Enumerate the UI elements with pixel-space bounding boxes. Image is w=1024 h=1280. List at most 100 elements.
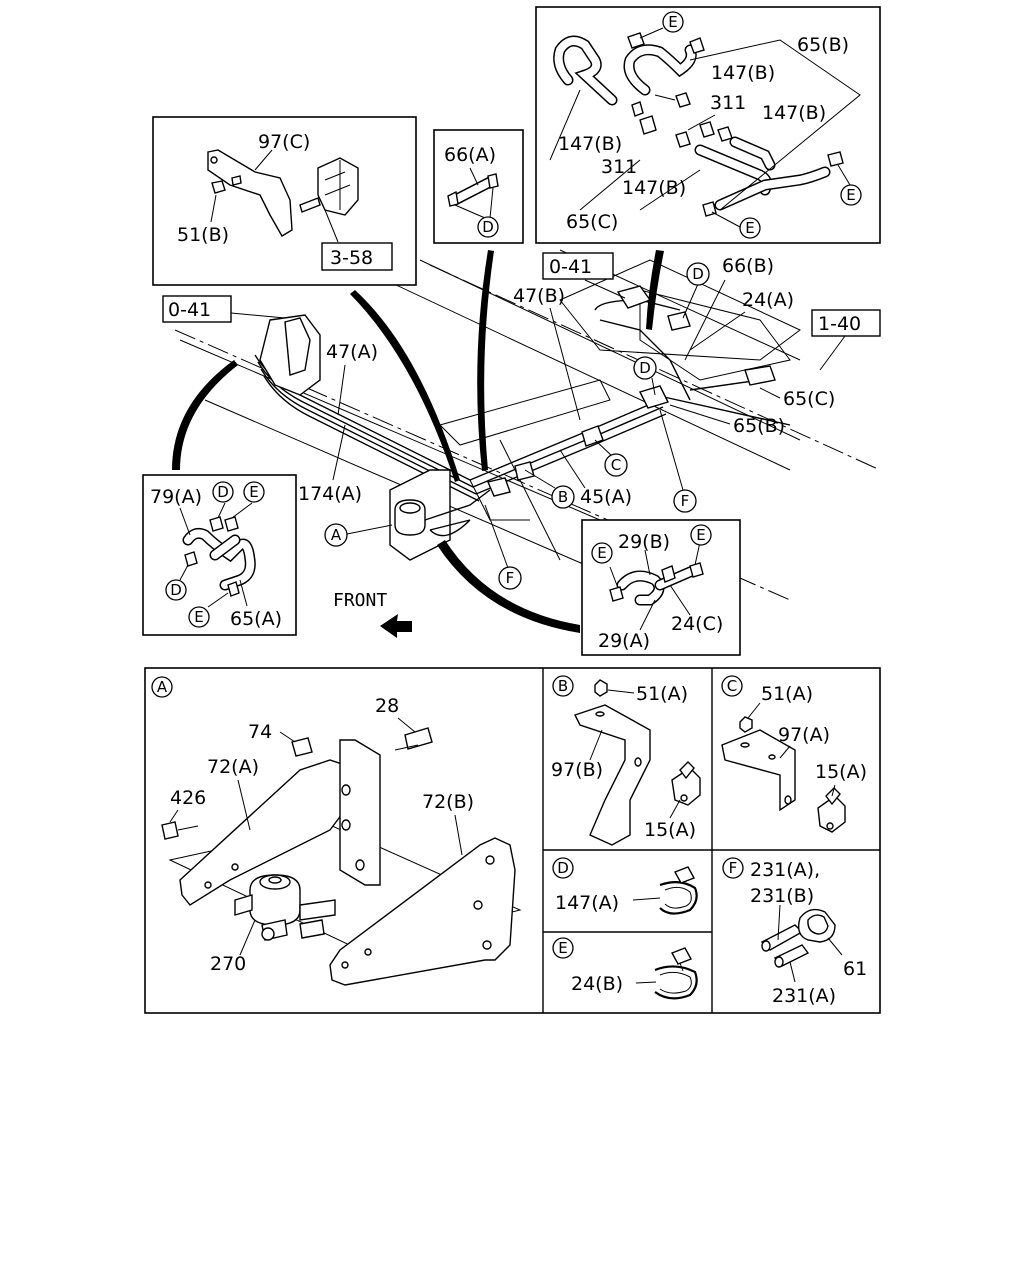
callout-E-29-2: [591, 542, 613, 564]
callout-C-detail: [721, 675, 743, 697]
callout-F-detail-text: F: [729, 859, 738, 877]
label-79a: 79(A): [150, 486, 202, 508]
callout-D-main-2-text: D: [692, 265, 704, 283]
callout-E-79a-2: [188, 606, 210, 628]
callout-D-main-2: [686, 262, 710, 286]
label-A-74: 74: [248, 721, 272, 743]
main-assembly: [172, 249, 881, 633]
label-147b-1: 147(B): [711, 62, 775, 84]
label-24c: 24(C): [671, 613, 723, 635]
callout-D-66a: [477, 216, 499, 238]
label-A-426: 426: [170, 787, 206, 809]
label-A-270: 270: [210, 953, 246, 975]
label-65c-top: 65(C): [566, 211, 618, 233]
label-A-28: 28: [375, 695, 399, 717]
label-66a: 66(A): [444, 144, 496, 166]
label-F-61: 61: [843, 958, 867, 980]
label-24a: 24(A): [742, 289, 794, 311]
label-47b: 47(B): [513, 285, 565, 307]
label-B-97b: 97(B): [551, 759, 603, 781]
ref-box-1-40: [811, 309, 881, 337]
ref-1-40: 1-40: [818, 313, 861, 335]
callout-E-79a-text: E: [249, 483, 258, 501]
label-311-2: 311: [601, 156, 637, 178]
label-147b-3: 147(B): [558, 133, 622, 155]
detail-A-filter-bracket: [161, 727, 522, 986]
callout-A-detail: [151, 676, 173, 698]
callout-E-29-1: [690, 524, 712, 546]
callout-E-29-2-text: E: [597, 544, 606, 562]
callout-E-detail-text: E: [558, 939, 567, 957]
label-B-51a: 51(A): [636, 683, 688, 705]
label-F-231ab-2: 231(B): [750, 885, 814, 907]
callout-B-detail-text: B: [558, 677, 568, 695]
detail-C-bracket: [721, 716, 846, 833]
ref-box-3-58: [321, 242, 393, 271]
label-A-72b: 72(B): [422, 791, 474, 813]
callout-F-detail: [722, 857, 744, 879]
label-47a: 47(A): [326, 341, 378, 363]
callout-E-top-1-text: E: [668, 13, 677, 31]
callout-E-detail: [552, 937, 574, 959]
callout-E-top-2-text: E: [846, 186, 855, 204]
callout-F-main: [673, 489, 697, 513]
callout-F-main-2-text: F: [506, 569, 515, 587]
callout-E-top-3-text: E: [745, 219, 754, 237]
label-147b-4: 147(B): [622, 177, 686, 199]
callout-C-detail-text: C: [727, 677, 737, 695]
callout-D-66a-text: D: [482, 218, 494, 236]
ref-0-41-right: 0-41: [549, 256, 592, 278]
label-E-24b: 24(B): [571, 973, 623, 995]
callout-E-top-1: [662, 11, 684, 33]
callout-F-main-2: [498, 566, 522, 590]
ref-box-0-41-left: [162, 295, 232, 323]
callout-C-main: [604, 453, 628, 477]
detail-D-clamp: [659, 866, 698, 915]
callout-E-79a-2-text: E: [194, 608, 203, 626]
label-C-97a: 97(A): [778, 724, 830, 746]
callout-B-main: [551, 485, 575, 509]
ref-3-58: 3-58: [330, 247, 373, 269]
label-66b: 66(B): [722, 255, 774, 277]
label-65a: 65(A): [230, 608, 282, 630]
label-97c: 97(C): [258, 131, 310, 153]
callout-B-detail: [552, 675, 574, 697]
label-C-15a: 15(A): [815, 761, 867, 783]
callout-D-main-text: D: [639, 359, 651, 377]
callout-D-main: [633, 356, 657, 380]
front-label: FRONT: [333, 590, 387, 611]
callout-E-top-3: [739, 217, 761, 239]
label-C-51a: 51(A): [761, 683, 813, 705]
label-29b: 29(B): [618, 531, 670, 553]
label-F-231ab-1: 231(A),: [750, 859, 820, 881]
detail-E-clamp: [654, 947, 698, 1000]
label-147b-2: 147(B): [762, 102, 826, 124]
label-A-72a: 72(A): [207, 756, 259, 778]
callout-C-main-text: C: [611, 456, 621, 474]
front-arrow-icon: [380, 614, 412, 638]
label-311-1: 311: [710, 92, 746, 114]
callout-E-top-2: [840, 184, 862, 206]
detail-B-bracket: [574, 679, 701, 846]
label-D-147a: 147(A): [555, 892, 619, 914]
callout-D-79a-2-text: D: [170, 581, 182, 599]
callout-D-79a-text: D: [217, 483, 229, 501]
detail-F-grommet-pipes: [760, 904, 843, 983]
callout-A-main: [324, 523, 348, 547]
callout-A-main-text: A: [331, 526, 342, 544]
label-51b: 51(B): [177, 224, 229, 246]
callout-D-detail: [552, 857, 574, 879]
label-65c-main: 65(C): [783, 388, 835, 410]
label-29a: 29(A): [598, 630, 650, 652]
callout-B-main-text: B: [558, 488, 568, 506]
inset-hoses-top-right: [535, 6, 881, 244]
callout-D-detail-text: D: [557, 859, 569, 877]
inset-29-24c: [581, 519, 741, 656]
callout-D-79a-2: [165, 579, 187, 601]
label-F-231a: 231(A): [772, 985, 836, 1007]
callout-E-79a: [243, 481, 265, 503]
ref-0-41-left: 0-41: [168, 299, 211, 321]
callout-D-79a: [212, 481, 234, 503]
label-65b-main: 65(B): [733, 415, 785, 437]
